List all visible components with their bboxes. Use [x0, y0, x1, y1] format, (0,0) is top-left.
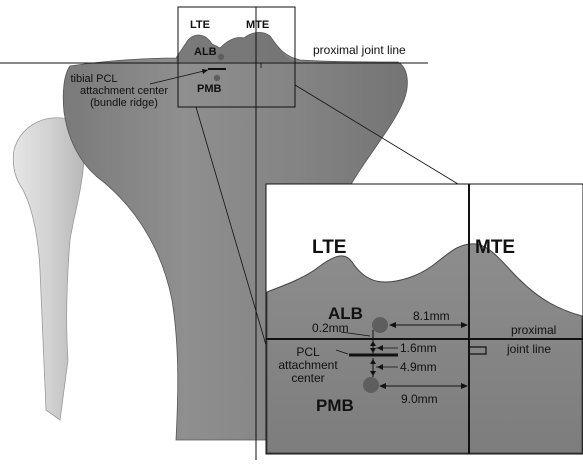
inset-alb-offset-label: 0.2mm — [312, 321, 349, 335]
inset-pcl-label-3: center — [291, 371, 324, 385]
inset-center-offset-label: 1.6mm — [400, 341, 437, 355]
inset-pmb-label: PMB — [316, 396, 354, 415]
overview-pmb-marker — [214, 75, 220, 81]
overview-proximal-joint-line-label: proximal joint line — [313, 43, 406, 57]
overview-mte-label: MTE — [246, 19, 269, 31]
overview-pmb-label: PMB — [197, 83, 222, 95]
inset-proximal-label-1: proximal — [511, 323, 556, 337]
inset-alb-marker — [372, 317, 388, 333]
overview-lte-label: LTE — [190, 19, 210, 31]
inset-alb-distance-label: 8.1mm — [413, 309, 450, 323]
inset-pmb-distance-label: 9.0mm — [401, 392, 438, 406]
inset-proximal-label-2: joint line — [506, 342, 551, 356]
inset-pcl-label-2: attachment — [278, 358, 338, 372]
overview-alb-marker — [218, 54, 224, 60]
overview-tibial-pcl-label-2: attachment center — [80, 85, 168, 97]
inset-lte-label: LTE — [312, 237, 346, 258]
fibula-bone — [13, 118, 84, 420]
overview-tibial-pcl-label-3: (bundle ridge) — [90, 97, 158, 109]
inset-pmb-offset-label: 4.9mm — [400, 360, 437, 374]
inset-pmb-marker — [363, 377, 379, 393]
inset-pcl-label-1: PCL — [296, 345, 320, 359]
overview-tibial-pcl-label-1: tibial PCL — [70, 73, 117, 85]
inset-mte-label: MTE — [475, 237, 515, 258]
overview-alb-label: ALB — [194, 46, 217, 58]
